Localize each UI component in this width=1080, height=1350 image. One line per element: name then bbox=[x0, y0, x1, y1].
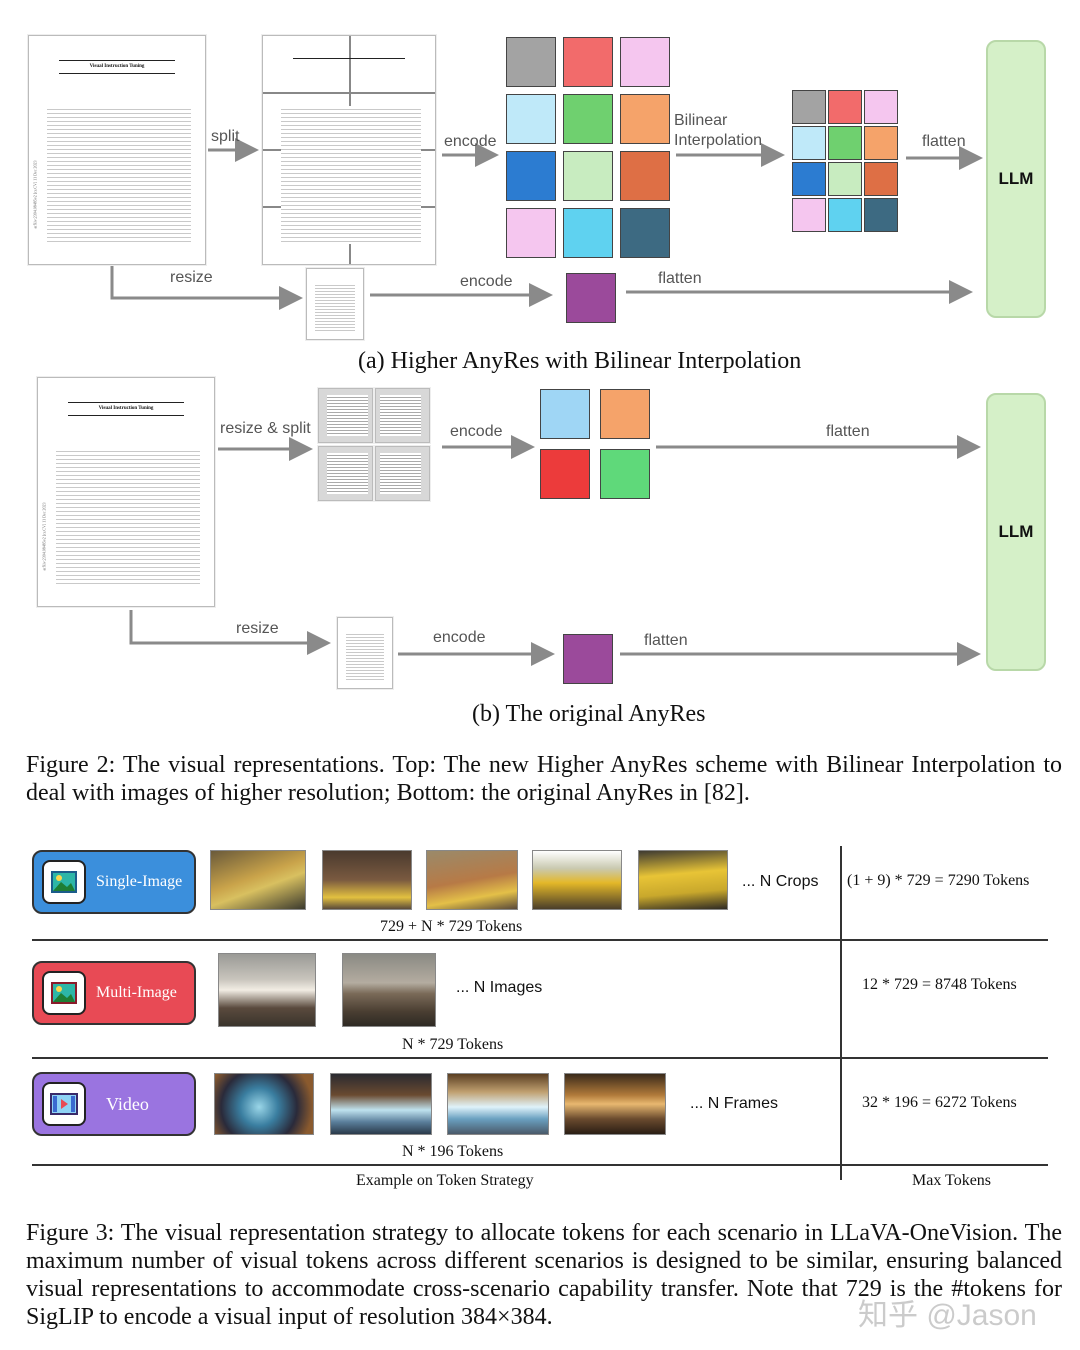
paper-title: Visual Instruction Tuning bbox=[89, 64, 145, 69]
token-tile bbox=[563, 94, 613, 144]
label-encode-top: encode bbox=[444, 133, 497, 150]
image-icon bbox=[42, 971, 86, 1015]
video-frame-1 bbox=[214, 1073, 314, 1135]
crop-thumb-4 bbox=[532, 850, 622, 910]
single-image-tokens: 729 + N * 729 Tokens bbox=[380, 918, 523, 935]
crops-more-text: ... N Crops bbox=[742, 873, 819, 890]
video-max: 32 * 196 = 6272 Tokens bbox=[862, 1094, 1017, 1111]
paper-thumbnail-resized-b bbox=[337, 617, 393, 689]
footer-max-tokens: Max Tokens bbox=[912, 1172, 992, 1189]
token-tile bbox=[620, 151, 670, 201]
token-tile bbox=[540, 449, 590, 499]
frames-more-text: ... N Frames bbox=[690, 1095, 779, 1112]
token-tile bbox=[828, 198, 862, 232]
footer-token-strategy: Example on Token Strategy bbox=[356, 1172, 534, 1189]
label-flatten-bottom-b: flatten bbox=[644, 632, 688, 649]
paper-thumbnail-source-b: Visual Instruction Tuning arXiv:2304.084… bbox=[37, 377, 215, 607]
token-tile bbox=[506, 208, 556, 258]
dog-bench-thumb bbox=[218, 953, 316, 1027]
video-frame-3 bbox=[447, 1073, 549, 1135]
multi-image-tokens: N * 729 Tokens bbox=[402, 1036, 504, 1053]
token-tile bbox=[620, 94, 670, 144]
label-resize-split: resize & split bbox=[220, 420, 311, 437]
label-resize: resize bbox=[170, 269, 213, 286]
token-tile bbox=[506, 151, 556, 201]
video-label: Video bbox=[106, 1093, 149, 1114]
paper-thumbnail-split bbox=[262, 35, 436, 265]
video-tokens: N * 196 Tokens bbox=[402, 1143, 504, 1160]
video-frame-2 bbox=[330, 1073, 432, 1135]
token-tile bbox=[828, 90, 862, 124]
crop-thumb-5 bbox=[638, 850, 728, 910]
multi-image-pill: Multi-Image bbox=[32, 961, 196, 1025]
arrows-fig-b bbox=[129, 435, 981, 666]
token-tile bbox=[620, 208, 670, 258]
token-tile bbox=[600, 449, 650, 499]
single-image-label: Single-Image bbox=[96, 873, 183, 890]
label-flatten-top: flatten bbox=[922, 133, 966, 150]
token-tile bbox=[864, 126, 898, 160]
token-tile bbox=[506, 37, 556, 87]
label-flatten-bottom: flatten bbox=[658, 270, 702, 287]
llm-box-a: LLM bbox=[986, 40, 1046, 318]
token-tile bbox=[792, 198, 826, 232]
images-more-text: ... N Images bbox=[456, 979, 543, 996]
crop-thumb-2 bbox=[322, 850, 412, 910]
paper-text-lines bbox=[47, 106, 191, 244]
token-tile bbox=[864, 90, 898, 124]
token-tile bbox=[828, 162, 862, 196]
label-bilinear: Bilinear Interpolation bbox=[674, 112, 763, 149]
label-encode-bottom-b: encode bbox=[433, 629, 486, 646]
token-tile bbox=[563, 208, 613, 258]
llm-box-b: LLM bbox=[986, 393, 1046, 671]
multi-image-label: Multi-Image bbox=[96, 984, 177, 1001]
crop-thumb-3 bbox=[426, 850, 518, 910]
global-token-b bbox=[563, 634, 613, 684]
video-frame-4 bbox=[564, 1073, 666, 1135]
label-flatten-top-b: flatten bbox=[826, 423, 870, 440]
token-tile bbox=[540, 389, 590, 439]
token-tile bbox=[792, 162, 826, 196]
film-icon bbox=[42, 1082, 86, 1126]
token-tile bbox=[864, 162, 898, 196]
label-resize-b: resize bbox=[236, 620, 279, 637]
token-tile bbox=[563, 151, 613, 201]
arrows-fig-a bbox=[110, 138, 983, 310]
caption-b: (b) The original AnyRes bbox=[472, 701, 706, 727]
label-encode-top-b: encode bbox=[450, 423, 503, 440]
watermark: 知乎 @Jason bbox=[858, 1299, 1037, 1332]
global-token bbox=[566, 273, 616, 323]
figure-3-caption: Figure 3: The visual representation stra… bbox=[26, 1220, 1062, 1330]
token-tile bbox=[864, 198, 898, 232]
token-tile bbox=[563, 37, 613, 87]
paper-title-b: Visual Instruction Tuning bbox=[98, 406, 154, 411]
token-tile bbox=[506, 94, 556, 144]
token-tile bbox=[828, 126, 862, 160]
crop-thumb-1 bbox=[210, 850, 306, 910]
multi-image-max: 12 * 729 = 8748 Tokens bbox=[862, 976, 1017, 993]
token-tile bbox=[620, 37, 670, 87]
token-tile bbox=[792, 90, 826, 124]
paper-thumbnail-source: Visual Instruction Tuning arXiv:2304.084… bbox=[28, 35, 206, 265]
single-image-max: (1 + 9) * 729 = 7290 Tokens bbox=[847, 872, 1030, 889]
image-icon bbox=[42, 860, 86, 904]
token-tile bbox=[600, 389, 650, 439]
label-encode-bottom: encode bbox=[460, 273, 513, 290]
label-split: split bbox=[211, 128, 240, 145]
caption-a: (a) Higher AnyRes with Bilinear Interpol… bbox=[358, 348, 802, 374]
figure-2-caption: Figure 2: The visual representations. To… bbox=[26, 752, 1062, 806]
token-tile bbox=[792, 126, 826, 160]
single-image-pill: Single-Image bbox=[32, 850, 196, 914]
paper-thumbnail-resized bbox=[306, 268, 364, 340]
video-pill: Video bbox=[32, 1072, 196, 1136]
monkey-bench-thumb bbox=[342, 953, 436, 1027]
